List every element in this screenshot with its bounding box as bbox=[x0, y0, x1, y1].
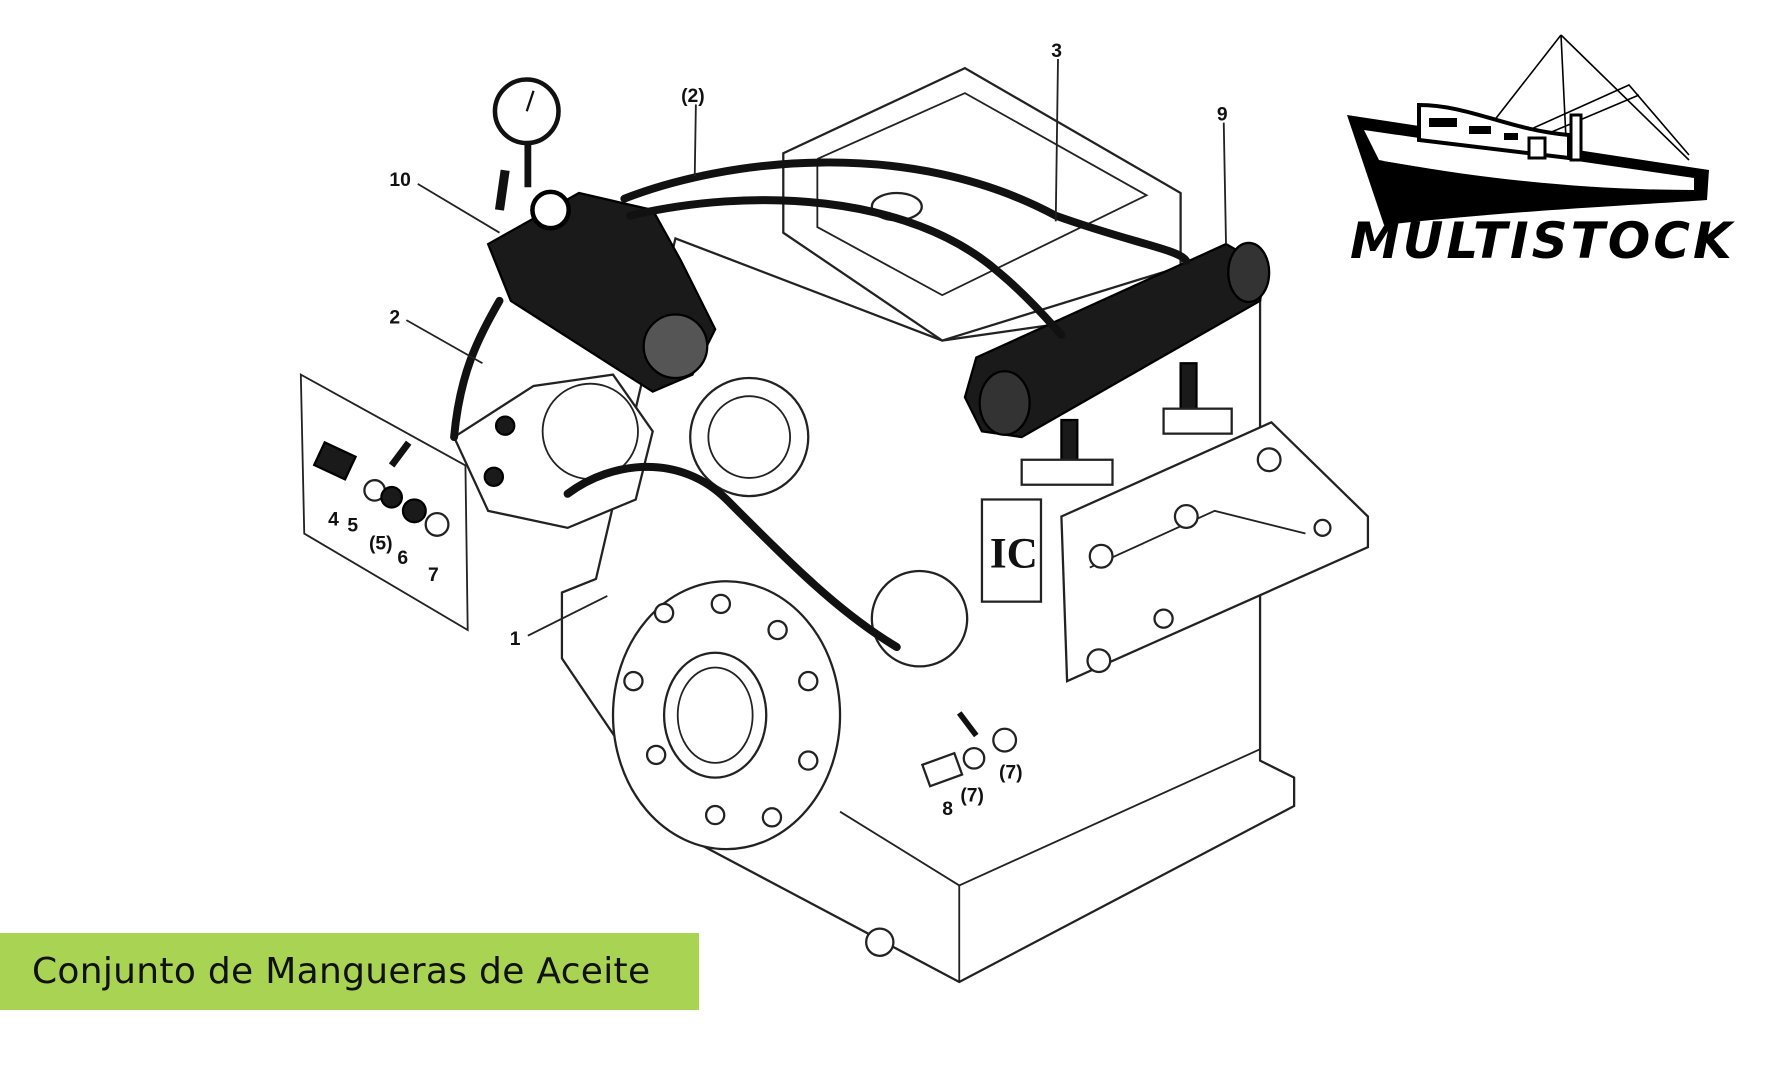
part-label-5b: (5) bbox=[369, 533, 393, 554]
part-label-10: 10 bbox=[389, 170, 410, 191]
output-flange bbox=[611, 580, 842, 851]
hose-2 bbox=[450, 296, 504, 442]
pressure-gauge bbox=[492, 77, 561, 146]
hose-3 bbox=[620, 158, 1191, 266]
hose-1 bbox=[563, 462, 901, 652]
part-label-7: 7 bbox=[428, 565, 439, 586]
part-label-1: 1 bbox=[510, 629, 521, 650]
part-label-2b: (2) bbox=[681, 86, 705, 107]
part-label-5: 5 bbox=[347, 515, 358, 536]
brand-name: MULTISTOCK bbox=[1350, 212, 1735, 270]
part-label-2: 2 bbox=[389, 308, 400, 329]
caption-banner: Conjunto de Mangueras de Aceite bbox=[0, 933, 699, 1010]
oil-filter-valve bbox=[486, 77, 717, 393]
exploded-parts-panel-left bbox=[299, 373, 469, 632]
oil-cooler-cylinder bbox=[963, 241, 1271, 486]
caption-text: Conjunto de Mangueras de Aceite bbox=[32, 951, 651, 992]
svg-text:IC: IC bbox=[990, 531, 1038, 578]
part-label-6: 6 bbox=[397, 548, 408, 569]
part-label-7c: (7) bbox=[999, 763, 1023, 784]
part-label-9: 9 bbox=[1217, 104, 1228, 125]
exploded-fittings bbox=[312, 440, 1018, 788]
mounting-bracket bbox=[1060, 420, 1370, 683]
part-label-7b: (7) bbox=[960, 785, 984, 806]
oil-pump bbox=[452, 373, 654, 530]
part-label-8: 8 bbox=[942, 799, 953, 820]
part-label-3: 3 bbox=[1051, 41, 1062, 62]
hose-2-upper bbox=[626, 196, 1066, 339]
multistock-boat-logo bbox=[1347, 34, 1709, 225]
part-label-4: 4 bbox=[328, 510, 339, 531]
